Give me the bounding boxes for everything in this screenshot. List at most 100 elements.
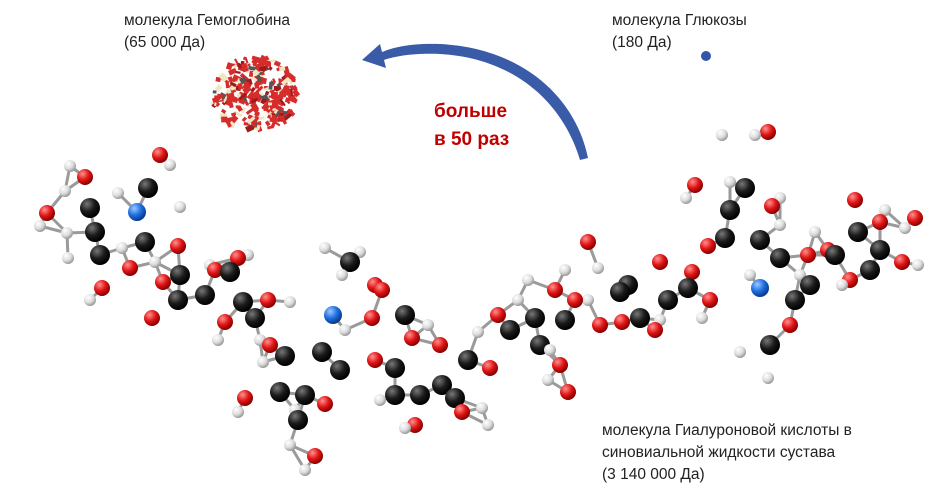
atom-n	[751, 279, 769, 297]
hemoglobin-fragment	[218, 72, 229, 83]
atom-o	[207, 262, 223, 278]
atom-o	[94, 280, 110, 296]
atom-c	[85, 222, 105, 242]
atom-h	[512, 294, 524, 306]
atom-c	[610, 282, 630, 302]
atom-h	[522, 274, 534, 286]
atom-h	[716, 129, 728, 141]
atom-c	[340, 252, 360, 272]
hemoglobin-fragment	[250, 96, 259, 105]
atom-o	[684, 264, 700, 280]
atom-c	[233, 292, 253, 312]
atom-h	[422, 319, 434, 331]
hemoglobin-mass: (65 000 Да)	[124, 34, 206, 51]
atom-h	[774, 219, 786, 231]
hemoglobin-fragment	[214, 95, 222, 103]
atom-c	[220, 262, 240, 282]
atom-c	[760, 335, 780, 355]
atom-o	[404, 330, 420, 346]
atom-o	[482, 360, 498, 376]
atom-o	[364, 310, 380, 326]
atom-c	[658, 290, 678, 310]
hemoglobin-fragment	[262, 98, 267, 103]
atom-c	[500, 320, 520, 340]
hyaluronic-line-1: молекула Гиалуроновой кислоты в	[602, 422, 852, 439]
atom-h	[257, 356, 269, 368]
atom-o	[490, 307, 506, 323]
hemoglobin-fragment	[236, 105, 243, 112]
hemoglobin-fragment	[270, 59, 276, 63]
atom-h	[696, 312, 708, 324]
hemoglobin-fragment	[212, 90, 217, 94]
hemoglobin-fragment	[245, 108, 254, 115]
atom-o	[847, 192, 863, 208]
atom-o	[152, 147, 168, 163]
atom-h	[582, 294, 594, 306]
atom-o	[374, 282, 390, 298]
atom-o	[237, 390, 253, 406]
atom-h	[284, 439, 296, 451]
atom-n	[324, 306, 342, 324]
ratio-line-2: в 50 раз	[434, 129, 510, 150]
hemoglobin-fragment	[251, 55, 261, 62]
atom-h	[59, 185, 71, 197]
atom-o	[432, 337, 448, 353]
hemoglobin-fragment	[288, 79, 293, 85]
atom-h	[112, 187, 124, 199]
hemoglobin-fragment	[264, 60, 272, 67]
hemoglobin-fragment	[261, 105, 267, 110]
glucose-molecule-dot	[701, 51, 711, 61]
atom-c	[735, 178, 755, 198]
hemoglobin-fragment	[235, 70, 241, 75]
atom-h	[339, 324, 351, 336]
atom-o	[77, 169, 93, 185]
hemoglobin-fragment	[226, 116, 235, 122]
hemoglobin-fragment	[225, 82, 230, 89]
hemoglobin-fragment	[250, 102, 260, 112]
hemoglobin-fragment	[290, 88, 293, 97]
atom-h	[64, 160, 76, 172]
hemoglobin-fragment	[255, 74, 263, 83]
hemoglobin-fragment	[267, 125, 274, 130]
atom-o	[652, 254, 668, 270]
atom-o	[39, 205, 55, 221]
hemoglobin-fragment	[268, 81, 274, 90]
hemoglobin-molecule-image	[210, 54, 301, 133]
atom-o	[907, 210, 923, 226]
atom-o	[155, 274, 171, 290]
atom-c	[275, 346, 295, 366]
atom-o	[407, 417, 423, 433]
atom-h	[34, 220, 46, 232]
atom-o	[567, 292, 583, 308]
hemoglobin-fragment	[252, 68, 260, 77]
hemoglobin-fragment	[267, 114, 272, 119]
atom-o	[560, 384, 576, 400]
atom-c	[848, 222, 868, 242]
hemoglobin-fragment	[238, 92, 248, 101]
atom-h	[374, 394, 386, 406]
hemoglobin-fragment	[227, 76, 234, 83]
hemoglobin-fragment	[258, 121, 262, 126]
atom-c	[330, 360, 350, 380]
atom-h	[836, 279, 848, 291]
hemoglobin-fragment	[251, 93, 259, 100]
atom-h	[879, 204, 891, 216]
hemoglobin-fragment	[220, 108, 227, 114]
atom-h	[912, 259, 924, 271]
atom-c	[750, 230, 770, 250]
hemoglobin-fragment	[244, 87, 252, 96]
hemoglobin-fragment	[258, 66, 266, 73]
atom-h	[62, 252, 74, 264]
hemoglobin-fragment	[292, 88, 301, 98]
atom-o	[260, 292, 276, 308]
atom-c	[270, 382, 290, 402]
hemoglobin-fragment	[258, 71, 263, 76]
hemoglobin-fragment	[269, 94, 280, 102]
atom-c	[432, 375, 452, 395]
hemoglobin-fragment	[291, 77, 296, 83]
glucose-label: молекула Глюкозы (180 Да)	[612, 10, 747, 54]
atom-o	[262, 337, 278, 353]
atom-o	[872, 214, 888, 230]
hemoglobin-fragment	[246, 116, 256, 125]
hemoglobin-fragment	[225, 92, 232, 100]
